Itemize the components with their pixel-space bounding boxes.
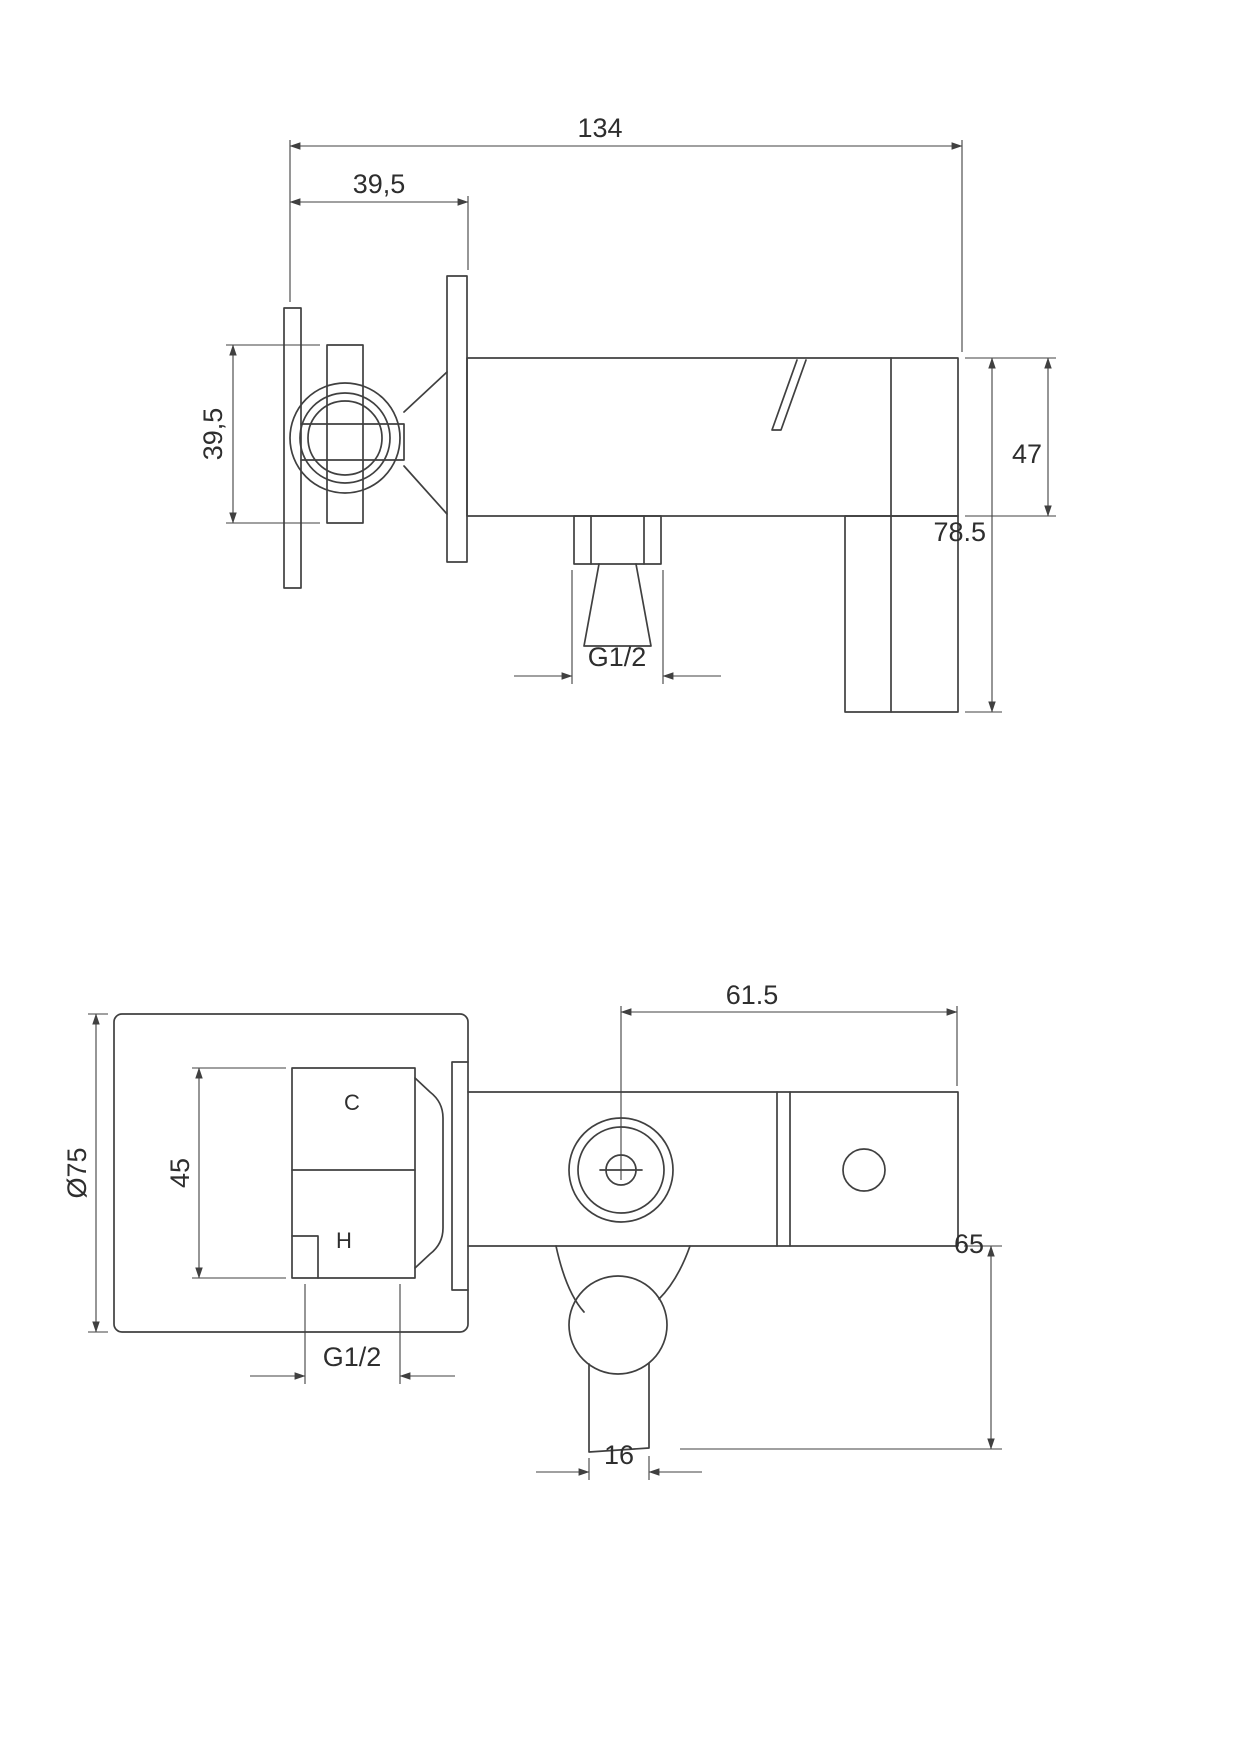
cartridge-housing bbox=[451, 1061, 469, 1291]
dim-outlet-offset-lines bbox=[620, 1006, 958, 1180]
connector-cone bbox=[403, 371, 448, 515]
dim-outlet-thread-label: G1/2 bbox=[588, 642, 647, 672]
hot-port-label: H bbox=[336, 1228, 352, 1253]
front-view: Ø75 45 C H G1/2 61.5 65 16 bbox=[62, 980, 1002, 1480]
dim-plate-diameter-lines bbox=[88, 1013, 108, 1333]
dim-body-height-label: 47 bbox=[1012, 439, 1042, 469]
dim-port-height-lines bbox=[192, 1067, 286, 1279]
escutcheon-plate-side bbox=[446, 275, 468, 563]
end-cap-screw bbox=[842, 1148, 886, 1192]
front-view-labels: Ø75 45 C H G1/2 61.5 65 16 bbox=[62, 980, 984, 1470]
handle-side bbox=[844, 357, 959, 713]
cold-port-label: C bbox=[344, 1090, 360, 1115]
dim-drop-depth-lines bbox=[965, 357, 1002, 713]
dim-inlet-height-label: 39,5 bbox=[198, 408, 228, 461]
dim-plate-diameter-label: Ø75 bbox=[62, 1147, 92, 1198]
dim-inlet-thread-lines bbox=[250, 1284, 455, 1384]
dim-outlet-thread-lines bbox=[514, 570, 721, 684]
valve-body-front bbox=[467, 1091, 959, 1247]
outlet-nut bbox=[573, 515, 662, 565]
dim-drop-depth-label: 78.5 bbox=[933, 517, 986, 547]
outlet-spout bbox=[583, 563, 652, 647]
dim-inlet-thread-label: G1/2 bbox=[323, 1342, 382, 1372]
front-view-dimensions bbox=[88, 1006, 1002, 1480]
dim-handle-drop-label: 65 bbox=[954, 1229, 984, 1259]
wall-plate bbox=[283, 307, 302, 589]
dim-handle-drop-lines bbox=[680, 1245, 1002, 1450]
dim-port-height-label: 45 bbox=[165, 1158, 195, 1188]
shower-holder bbox=[555, 1245, 691, 1453]
dim-total-width-label: 134 bbox=[577, 113, 622, 143]
top-view-labels: 134 39,5 39,5 47 78.5 G1/2 bbox=[198, 113, 1042, 672]
holder-stem bbox=[588, 1362, 650, 1453]
escutcheon-plate-front bbox=[113, 1013, 469, 1333]
dim-plate-offset-label: 39,5 bbox=[353, 169, 406, 199]
side-profile bbox=[414, 1077, 444, 1269]
front-view-outline bbox=[113, 1013, 959, 1453]
inlet-cross-fitting bbox=[289, 344, 405, 524]
valve-body-side bbox=[466, 357, 959, 517]
dim-stem-width-label: 16 bbox=[604, 1440, 634, 1470]
dim-outlet-offset-label: 61.5 bbox=[726, 980, 779, 1010]
top-view: 134 39,5 39,5 47 78.5 G1/2 bbox=[198, 113, 1056, 713]
mixer-ports bbox=[291, 1067, 416, 1279]
dim-stem-width-lines bbox=[536, 1456, 702, 1480]
dim-plate-offset-lines bbox=[289, 196, 469, 270]
top-view-dimensions bbox=[226, 140, 1056, 713]
dim-body-height-lines bbox=[965, 357, 1056, 517]
top-view-outline bbox=[283, 275, 959, 713]
dim-inlet-height-lines bbox=[226, 344, 320, 524]
dim-total-width-lines bbox=[289, 140, 963, 352]
lever-notch bbox=[771, 359, 807, 431]
